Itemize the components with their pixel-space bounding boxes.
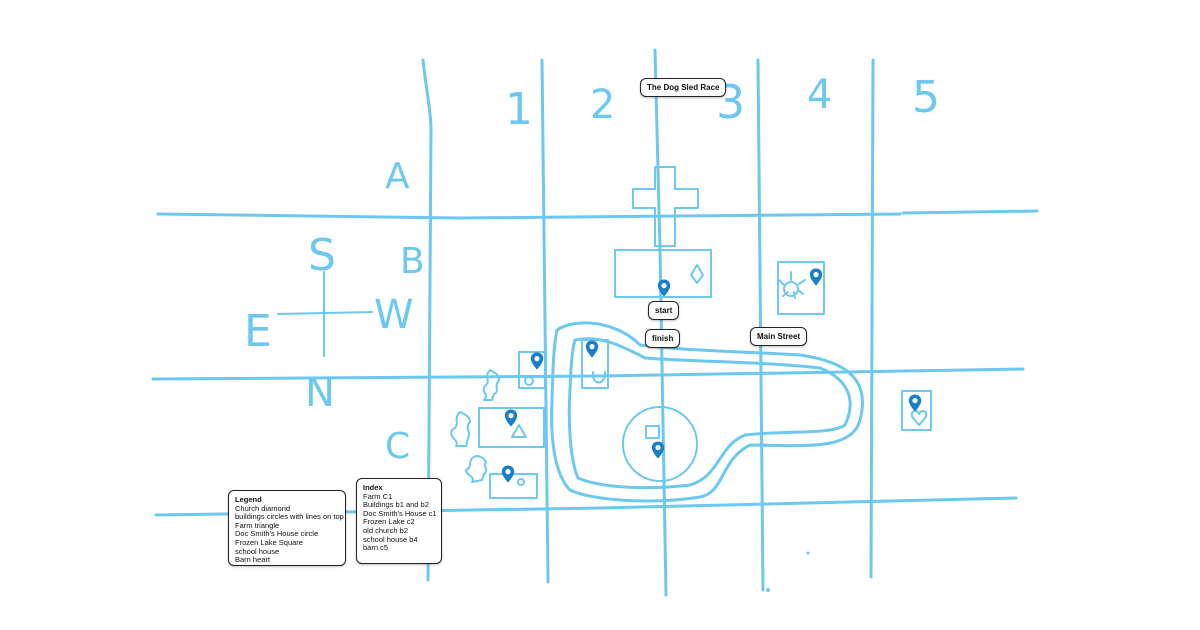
legend-item: school house	[235, 546, 280, 556]
church-cross	[632, 166, 699, 247]
buildings-b2	[581, 339, 609, 389]
barn-pin[interactable]	[908, 394, 922, 412]
race-track-outer	[550, 321, 864, 503]
map-pin-icon	[501, 465, 515, 483]
buildings-b2-pin[interactable]	[585, 340, 599, 358]
barn	[901, 390, 932, 431]
grid-line-v0	[421, 58, 433, 582]
farm	[478, 407, 545, 448]
compass-top-label: S	[308, 230, 336, 281]
row-c-label: C	[385, 426, 410, 467]
grid-line-v4	[869, 58, 875, 579]
index-item: barn c5	[363, 543, 389, 553]
frozen-lake-pin[interactable]	[651, 441, 665, 459]
grid-line-h1b	[901, 209, 1039, 215]
grid-lines	[151, 48, 1039, 597]
trees	[450, 369, 500, 483]
race-track-inner	[567, 337, 852, 490]
legend-item: Frozen Lake Square	[235, 537, 303, 547]
school-house	[777, 261, 825, 315]
grid-headers: 1 2 3 4 5 A B C	[385, 72, 940, 467]
main-street-label[interactable]: Main Street	[750, 327, 808, 346]
legend-item: Church diamond	[235, 503, 291, 513]
row-b-label: B	[400, 241, 425, 282]
index-item: Doc Smith's House c1	[363, 508, 437, 518]
farm-pin[interactable]	[504, 409, 518, 427]
legend-box[interactable]: Legend Church diamond buildings circles …	[228, 490, 346, 566]
grid-line-v3	[756, 58, 765, 592]
index-box[interactable]: Index Farm C1 Buildings b1 and b2 Doc Sm…	[356, 478, 442, 564]
map-pin-icon	[809, 268, 823, 286]
compass-right-label: W	[374, 292, 414, 338]
start-label[interactable]: start	[648, 301, 680, 320]
row-a-label: A	[385, 156, 410, 197]
compass-bottom-label: N	[305, 370, 335, 416]
map-pin-icon	[504, 409, 518, 427]
index-item: Frozen Lake c2	[363, 517, 415, 527]
index-title: Index	[363, 483, 383, 492]
compass-left-label: E	[244, 306, 272, 357]
doc-smith-house-pin[interactable]	[501, 465, 515, 483]
map-pin-icon	[530, 352, 544, 370]
map-pin-icon	[651, 441, 665, 459]
map-pin-icon	[908, 394, 922, 412]
buildings-b1	[518, 351, 546, 389]
map-title: The Dog Sled Race	[640, 78, 727, 97]
index-item: school house b4	[363, 534, 418, 544]
grid-line-h2	[151, 367, 1025, 381]
column-5-label: 5	[912, 72, 940, 123]
legend-title: Legend	[235, 495, 262, 504]
legend-item: Doc Smith's House circle	[235, 529, 319, 539]
map-dot	[806, 551, 810, 555]
finish-label[interactable]: finish	[645, 329, 681, 348]
frozen-lake	[622, 406, 698, 482]
column-4-label: 4	[807, 72, 832, 118]
index-item: Buildings b1 and b2	[363, 500, 429, 510]
legend-item: Barn heart	[235, 555, 271, 565]
school-house-pin[interactable]	[809, 268, 823, 286]
column-2-label: 2	[590, 82, 615, 128]
legend-item: buildings circles with lines on top	[235, 512, 344, 522]
church-pin[interactable]	[657, 279, 671, 297]
column-1-label: 1	[505, 84, 533, 135]
buildings-b1-pin[interactable]	[530, 352, 544, 370]
map-pin-icon	[585, 340, 599, 358]
legend-item: Farm triangle	[235, 520, 280, 530]
map-pin-icon	[657, 279, 671, 297]
grid-line-v2	[653, 48, 668, 597]
old-church	[614, 249, 712, 298]
grid-line-v1	[540, 58, 550, 584]
map-dot	[766, 588, 770, 592]
compass-icon: S E W N	[244, 230, 414, 416]
index-item: old church b2	[363, 525, 409, 535]
index-item: Farm C1	[363, 491, 393, 501]
grid-line-h1	[156, 212, 902, 220]
